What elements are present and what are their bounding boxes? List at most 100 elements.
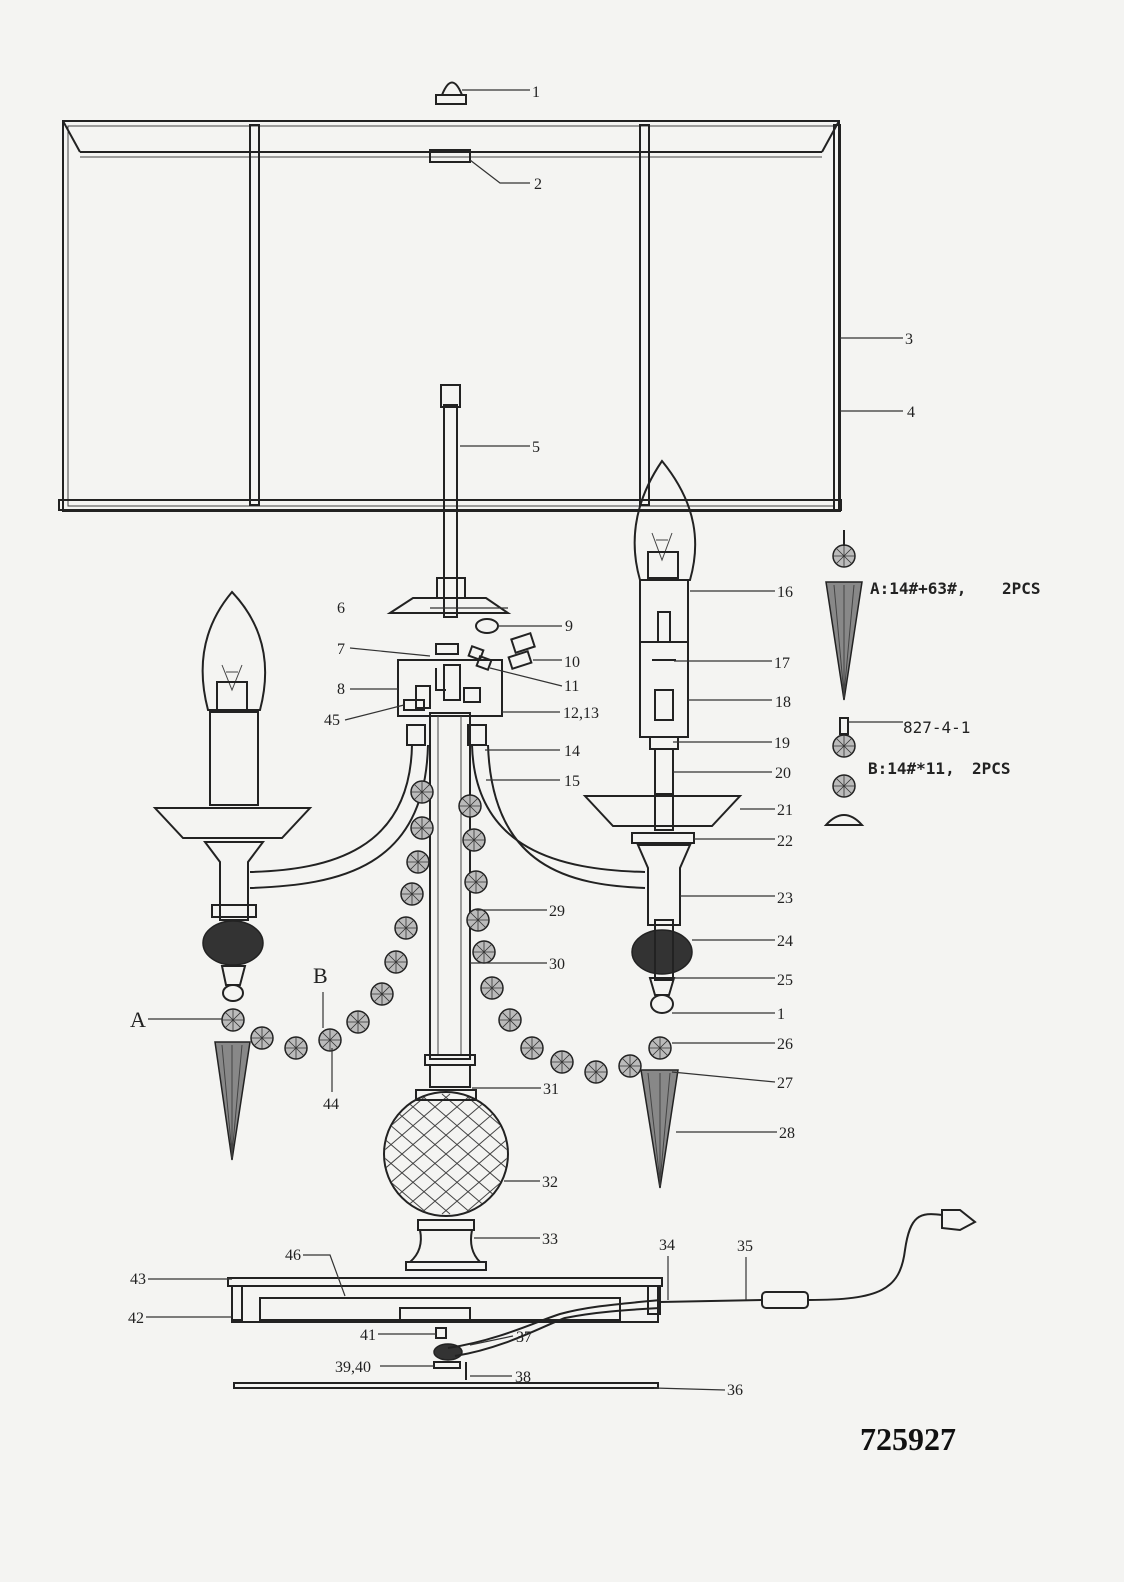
crystal-bead-facet	[409, 853, 427, 871]
globe-facet-line	[441, 1093, 507, 1215]
globe-facet-line	[385, 1093, 429, 1215]
crystal-bead-garland	[221, 544, 856, 1084]
globe-facet-line	[419, 1093, 507, 1215]
label-1b: 1	[777, 1006, 785, 1023]
label-9: 9	[565, 618, 573, 635]
leader-line	[344, 704, 405, 721]
label-2: 2	[534, 176, 542, 193]
leader-line	[469, 1335, 514, 1346]
spec-notes: A:14#+63#, 2PCS 827-4-1 B:14#*11, 2PCS	[868, 579, 1041, 778]
letter-labels: A B	[130, 963, 328, 1032]
crystal-bead-facet	[413, 783, 431, 801]
power-cord	[447, 1209, 977, 1357]
shade-holder-plate	[386, 577, 512, 614]
leader-line	[349, 647, 431, 657]
label-39-40: 39,40	[335, 1359, 371, 1376]
label-24: 24	[777, 933, 793, 950]
label-37: 37	[516, 1329, 532, 1346]
label-45: 45	[324, 712, 340, 729]
finial-top	[435, 81, 467, 105]
label-11: 11	[564, 678, 579, 695]
center-rod	[440, 384, 461, 618]
crystal-bead-facet	[413, 819, 431, 837]
crystal-bead-facet	[483, 979, 501, 997]
label-8: 8	[337, 681, 345, 698]
right-candle-assembly	[582, 459, 743, 1014]
crystal-bead-facet	[469, 911, 487, 929]
note-part-code: 827-4-1	[903, 718, 970, 737]
globe-facet-line	[463, 1093, 507, 1215]
leader-lines	[146, 89, 903, 1391]
label-18: 18	[775, 694, 791, 711]
crystal-bead-facet	[461, 797, 479, 815]
label-14: 14	[564, 743, 580, 760]
base-foot	[405, 1219, 487, 1271]
crystal-bead-facet	[621, 1057, 639, 1075]
crystal-bead-facet	[387, 953, 405, 971]
label-27: 27	[777, 1075, 793, 1092]
crystal-drop-left	[214, 1041, 251, 1161]
label-30: 30	[549, 956, 565, 973]
globe-facet-line	[385, 1093, 451, 1215]
letter-b: B	[313, 963, 328, 988]
globe-facet-line	[397, 1093, 507, 1215]
arm-left	[249, 744, 429, 889]
globe-facet-line	[441, 1093, 507, 1215]
crystal-bead-facet	[587, 1063, 605, 1081]
crystal-bead-facet	[523, 1039, 541, 1057]
label-32: 32	[542, 1174, 558, 1191]
label-5: 5	[532, 439, 540, 456]
globe-facet-line	[463, 1093, 507, 1215]
label-22: 22	[777, 833, 793, 850]
crystal-bead-facet	[373, 985, 391, 1003]
crystal-bead-facet	[467, 873, 485, 891]
sample-b-chain	[823, 717, 865, 826]
label-6: 6	[337, 600, 345, 617]
label-31: 31	[543, 1081, 559, 1098]
arm-right	[471, 744, 646, 889]
label-26: 26	[777, 1036, 793, 1053]
label-15: 15	[564, 773, 580, 790]
label-21: 21	[777, 802, 793, 819]
label-33: 33	[542, 1231, 558, 1248]
label-35: 35	[737, 1238, 753, 1255]
crystal-bead-facet	[224, 1011, 242, 1029]
note-b-qty: 2PCS	[972, 759, 1011, 778]
part-number-labels: 1 2 3 4 5 6 7 8 9 10 11 12,13 45 14 15 1…	[128, 84, 915, 1399]
letter-a: A	[130, 1007, 146, 1032]
leader-line	[671, 1071, 776, 1083]
note-a-qty: 2PCS	[1002, 579, 1041, 598]
label-25: 25	[777, 972, 793, 989]
label-12-13: 12,13	[563, 705, 599, 722]
crystal-bead-facet	[403, 885, 421, 903]
drawing-number: 725927	[860, 1421, 956, 1457]
left-candle-assembly	[152, 590, 313, 1002]
label-28: 28	[779, 1125, 795, 1142]
crystal-bead-facet	[835, 737, 853, 755]
label-23: 23	[777, 890, 793, 907]
note-a: A:14#+63#,	[870, 579, 966, 598]
main-column	[406, 712, 487, 1088]
label-3: 3	[905, 331, 913, 348]
crystal-drop-right	[640, 1069, 679, 1189]
crystal-bead-facet	[349, 1013, 367, 1031]
label-38: 38	[515, 1369, 531, 1386]
crystal-bead-facet	[553, 1053, 571, 1071]
label-1: 1	[532, 84, 540, 101]
label-7: 7	[337, 641, 345, 658]
globe-facet-line	[385, 1093, 495, 1215]
crystal-bead-facet	[287, 1039, 305, 1057]
lampshade-frame	[58, 120, 842, 512]
label-10: 10	[564, 654, 580, 671]
crystal-bead-facet	[835, 547, 853, 565]
note-b: B:14#*11,	[868, 759, 955, 778]
globe-facet-line	[385, 1093, 429, 1215]
globe-facet-line	[385, 1093, 473, 1215]
label-4: 4	[907, 404, 915, 421]
label-34: 34	[659, 1237, 675, 1254]
label-42: 42	[128, 1310, 144, 1327]
label-29: 29	[549, 903, 565, 920]
crystal-drop-sample-a	[825, 581, 863, 701]
crystal-bead-facet	[253, 1029, 271, 1047]
